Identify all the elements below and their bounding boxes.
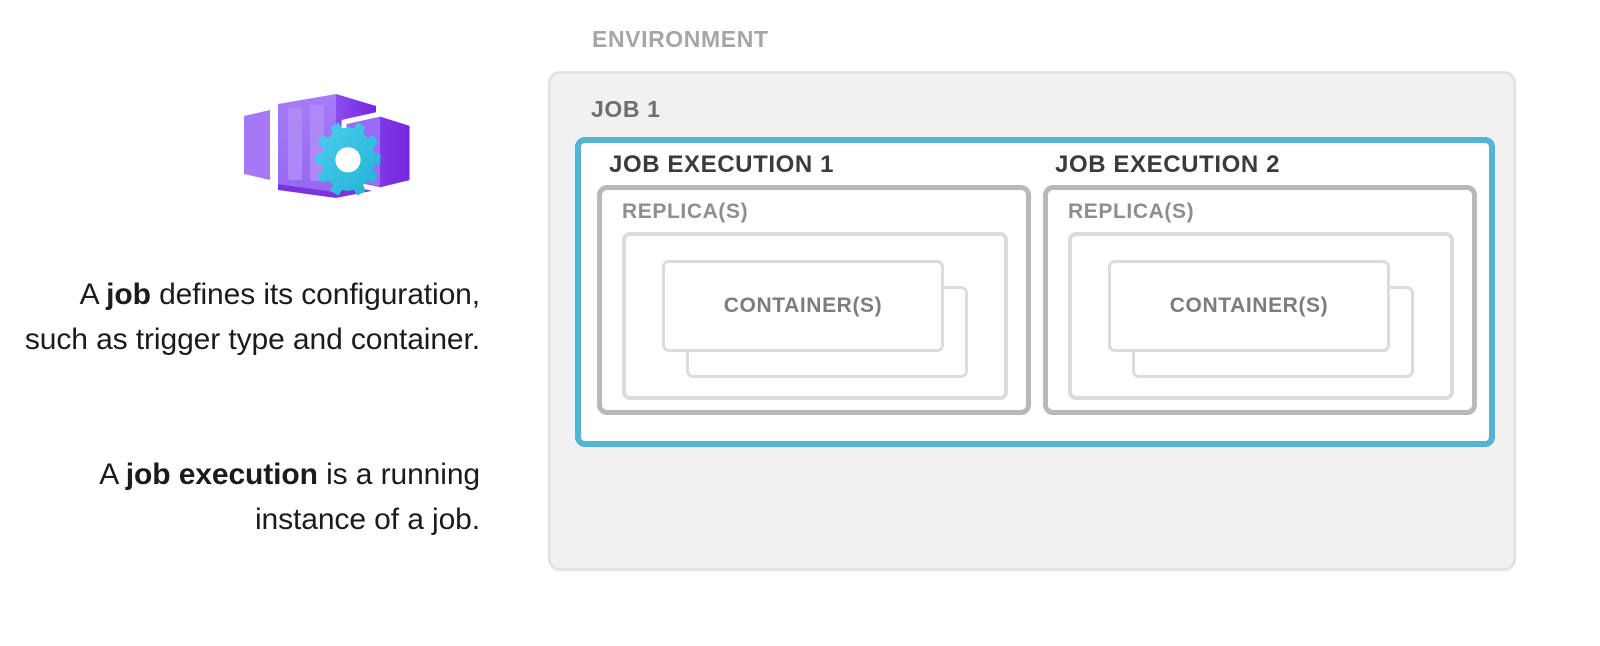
replica-label-1: REPLICA(S)	[622, 200, 749, 223]
replica-inner-box-1: CONTAINER(S)	[622, 232, 1008, 400]
caption-2-suffix: is a running instance of a job.	[254, 458, 480, 536]
caption-2-prefix: A	[99, 458, 126, 491]
replica-box-2: REPLICA(S) CONTAINER(S)	[1043, 185, 1477, 415]
job-definition-caption: A job defines its configuration, such as…	[20, 272, 480, 362]
caption-2-bold-term: job execution	[125, 458, 318, 491]
job-label: JOB 1	[591, 96, 661, 122]
container-card-front-1: CONTAINER(S)	[662, 260, 944, 352]
replica-label-2: REPLICA(S)	[1068, 200, 1195, 223]
environment-label: ENVIRONMENT	[592, 26, 769, 52]
azure-container-apps-job-icon	[240, 88, 415, 208]
caption-1-suffix: defines its configuration, such as trigg…	[24, 278, 480, 356]
container-label-1: CONTAINER(S)	[723, 294, 883, 317]
job-execution-column-1: JOB EXECUTION 1 REPLICA(S) CONTAINER(S)	[597, 143, 1037, 453]
job-execution-label-2: JOB EXECUTION 2	[1055, 151, 1281, 178]
job-execution-caption: A job execution is a running instance of…	[20, 452, 480, 542]
container-stack-2: CONTAINER(S)	[1108, 260, 1418, 378]
container-stack-1: CONTAINER(S)	[662, 260, 972, 378]
environment-diagram: ENVIRONMENT JOB 1 JOB EXECUTION 1 REPLIC…	[548, 26, 1568, 586]
job-execution-label-1: JOB EXECUTION 1	[609, 151, 835, 178]
replica-inner-box-2: CONTAINER(S)	[1068, 232, 1454, 400]
container-label-2: CONTAINER(S)	[1169, 294, 1329, 317]
explanation-panel: A job defines its configuration, such as…	[0, 0, 500, 646]
job-execution-column-2: JOB EXECUTION 2 REPLICA(S) CONTAINER(S)	[1043, 143, 1483, 453]
job-box: JOB EXECUTION 1 REPLICA(S) CONTAINER(S)	[575, 137, 1495, 447]
replica-box-1: REPLICA(S) CONTAINER(S)	[597, 185, 1031, 415]
environment-box: JOB 1 JOB EXECUTION 1 REPLICA(S) CONTAIN…	[548, 71, 1516, 571]
container-card-front-2: CONTAINER(S)	[1108, 260, 1390, 352]
caption-1-bold-term: job	[106, 278, 151, 311]
caption-1-prefix: A	[79, 278, 107, 311]
